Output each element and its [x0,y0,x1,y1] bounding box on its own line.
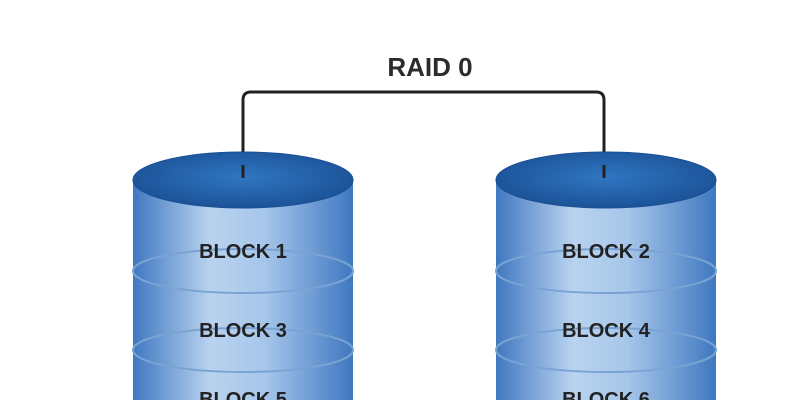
raid-title: RAID 0 [387,52,472,82]
disk-band-line [495,327,717,373]
disk-body [496,180,716,400]
disk-top [132,151,354,209]
block-label: BLOCK 3 [199,320,287,342]
block-label: BLOCK 1 [199,241,287,263]
block-label: BLOCK 4 [562,320,651,342]
raid-connector-line [241,90,606,178]
disk-band-line [132,248,354,294]
block-label: BLOCK 2 [562,241,650,263]
disk-left: BLOCK 1 BLOCK 3 BLOCK 5 [132,151,354,400]
block-label: BLOCK 5 [199,389,287,400]
disk-body [133,180,353,400]
block-label: BLOCK 6 [562,389,650,400]
disk-band-line [495,248,717,294]
disk-band-line [132,327,354,373]
disk-top [495,151,717,209]
disk-right: BLOCK 2 BLOCK 4 BLOCK 6 [495,151,717,400]
